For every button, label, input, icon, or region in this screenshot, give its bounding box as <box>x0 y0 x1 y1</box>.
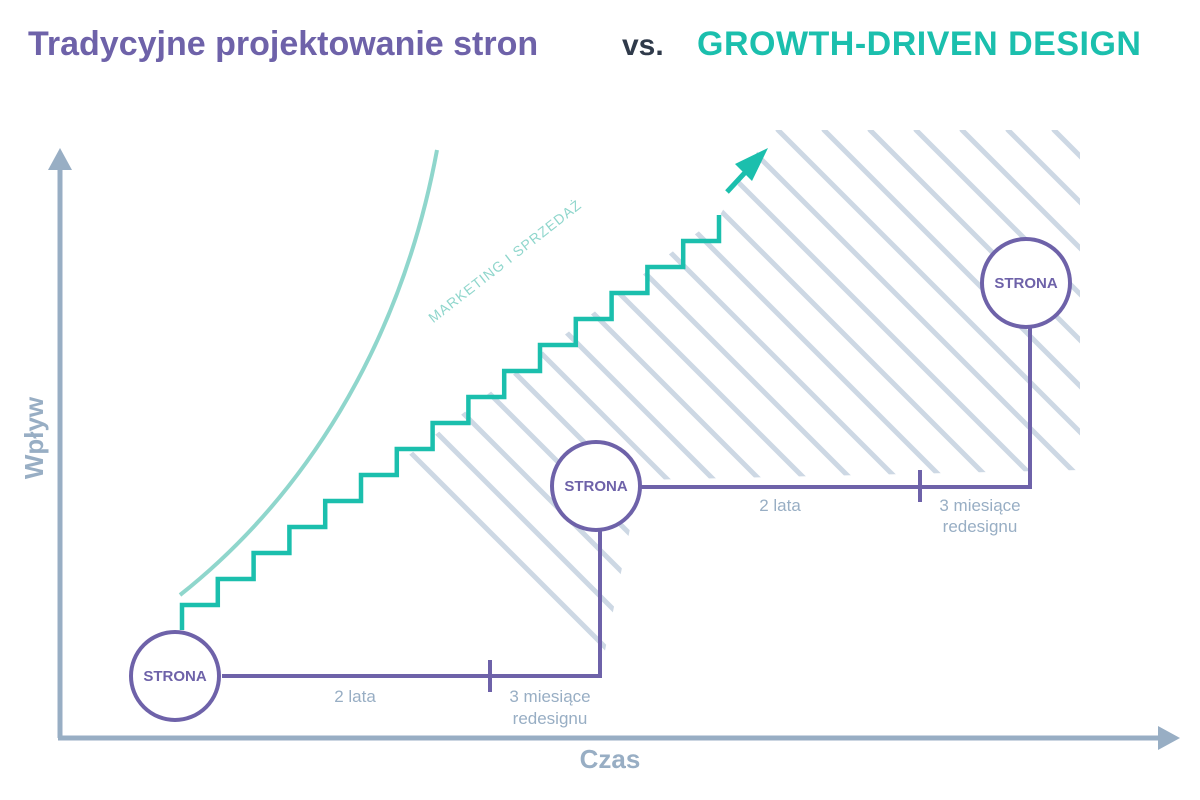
traditional-path-2 <box>640 325 1032 489</box>
title-gdd: GROWTH-DRIVEN DESIGN <box>697 25 1141 63</box>
hatched-gap-area <box>182 130 1200 780</box>
strona-node-1: STRONA <box>129 630 221 722</box>
strona-node-label: STRONA <box>564 478 628 495</box>
hatch-line <box>1005 130 1080 675</box>
hatch-line <box>821 130 1080 675</box>
strona-node-3: STRONA <box>980 237 1072 329</box>
strona-node-2: STRONA <box>550 440 642 532</box>
marketing-sales-curve <box>178 149 439 597</box>
hatch-line <box>867 130 1080 675</box>
curve-label: MARKETING I SPRZEDAŻ <box>425 196 585 326</box>
gdd-arrow-icon <box>735 148 768 181</box>
hatch-line <box>591 130 1080 675</box>
duration-label-2: 2 lata <box>759 496 801 515</box>
redesign-label-2-line1: 3 miesiące <box>939 496 1020 515</box>
hatch-line <box>729 130 1080 675</box>
redesign-label-1-line2: redesignu <box>513 709 588 728</box>
y-axis <box>48 148 72 738</box>
gdd-arrow <box>725 148 768 194</box>
hatch-line <box>1100 130 1200 780</box>
duration-label-1: 2 lata <box>334 687 376 706</box>
hatch-line <box>637 130 1080 675</box>
hatch-line <box>1192 130 1200 780</box>
y-axis-arrow-icon <box>48 148 72 170</box>
hatch-line <box>775 130 1080 675</box>
x-axis <box>58 726 1180 750</box>
hatch-line <box>959 130 1080 675</box>
traditional-path-1 <box>222 530 602 678</box>
redesign-label-2-line2: redesignu <box>943 517 1018 536</box>
hatch-line <box>1051 130 1080 675</box>
strona-node-label: STRONA <box>143 668 207 685</box>
title-vs: vs. <box>622 29 664 62</box>
y-axis-label: Wpływ <box>19 396 49 479</box>
hatch-line <box>1146 130 1200 780</box>
gdd-staircase-line <box>179 215 722 630</box>
redesign-label-1-line1: 3 miesiące <box>509 687 590 706</box>
x-axis-label: Czas <box>580 744 641 774</box>
x-axis-arrow-icon <box>1158 726 1180 750</box>
strona-node-label: STRONA <box>994 275 1058 292</box>
hatch-line <box>683 130 1080 675</box>
title-traditional: Tradycyjne projektowanie stron <box>28 25 538 63</box>
